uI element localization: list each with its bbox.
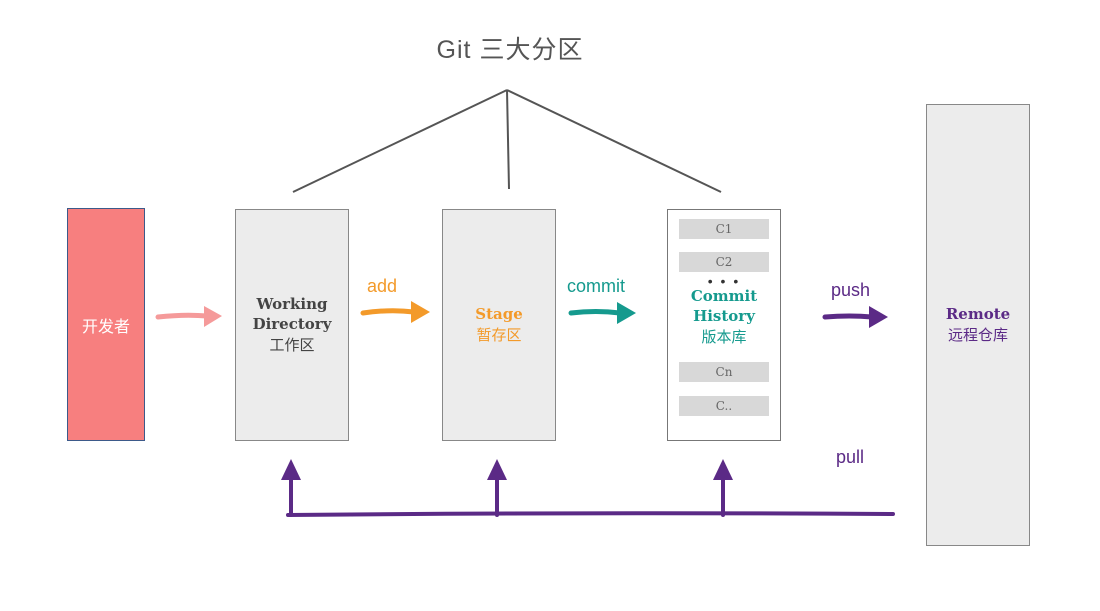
working-directory-box: Working Directory 工作区 [235, 209, 349, 441]
working-directory-title-line1: Working [256, 295, 328, 313]
commit-history-title-line1: Commit [690, 287, 758, 305]
commit-ellipsis: • • • [707, 273, 741, 289]
add-label: add [367, 276, 398, 296]
commit-item: Cn [679, 362, 769, 382]
commit-item: C2 [679, 252, 769, 272]
remote-zh-label: 远程仓库 [947, 327, 1008, 344]
commit-history-title-line2: History [693, 307, 755, 325]
working-directory-zh-label: 工作区 [269, 337, 315, 354]
stage-title: Stage [475, 305, 523, 323]
commit-history-box: C1 C2 • • • Commit History 版本库 Cn C.. [667, 209, 781, 441]
pull-label: pull [836, 447, 865, 467]
developer-box: 开发者 [67, 208, 145, 441]
commit-item: C1 [679, 219, 769, 239]
commit-label: commit [567, 276, 625, 296]
commit-item: C.. [679, 396, 769, 416]
working-directory-title-line2: Directory [252, 315, 332, 333]
pull-arrowheads [281, 459, 733, 480]
developer-to-working-arrow [155, 306, 222, 327]
push-arrow [822, 306, 888, 328]
commit-history-zh-label: 版本库 [701, 329, 747, 346]
push-label: push [831, 280, 871, 300]
pull-arrow [286, 476, 895, 517]
commit-arrow [568, 302, 636, 324]
diagram-title: Git 三大分区 [436, 36, 584, 64]
add-arrow [360, 301, 430, 323]
remote-title: Remote [945, 305, 1011, 323]
stage-zh-label: 暂存区 [476, 327, 522, 344]
remote-box: Remote 远程仓库 [926, 104, 1030, 546]
stage-box: Stage 暂存区 [442, 209, 556, 441]
developer-label: 开发者 [81, 318, 130, 336]
